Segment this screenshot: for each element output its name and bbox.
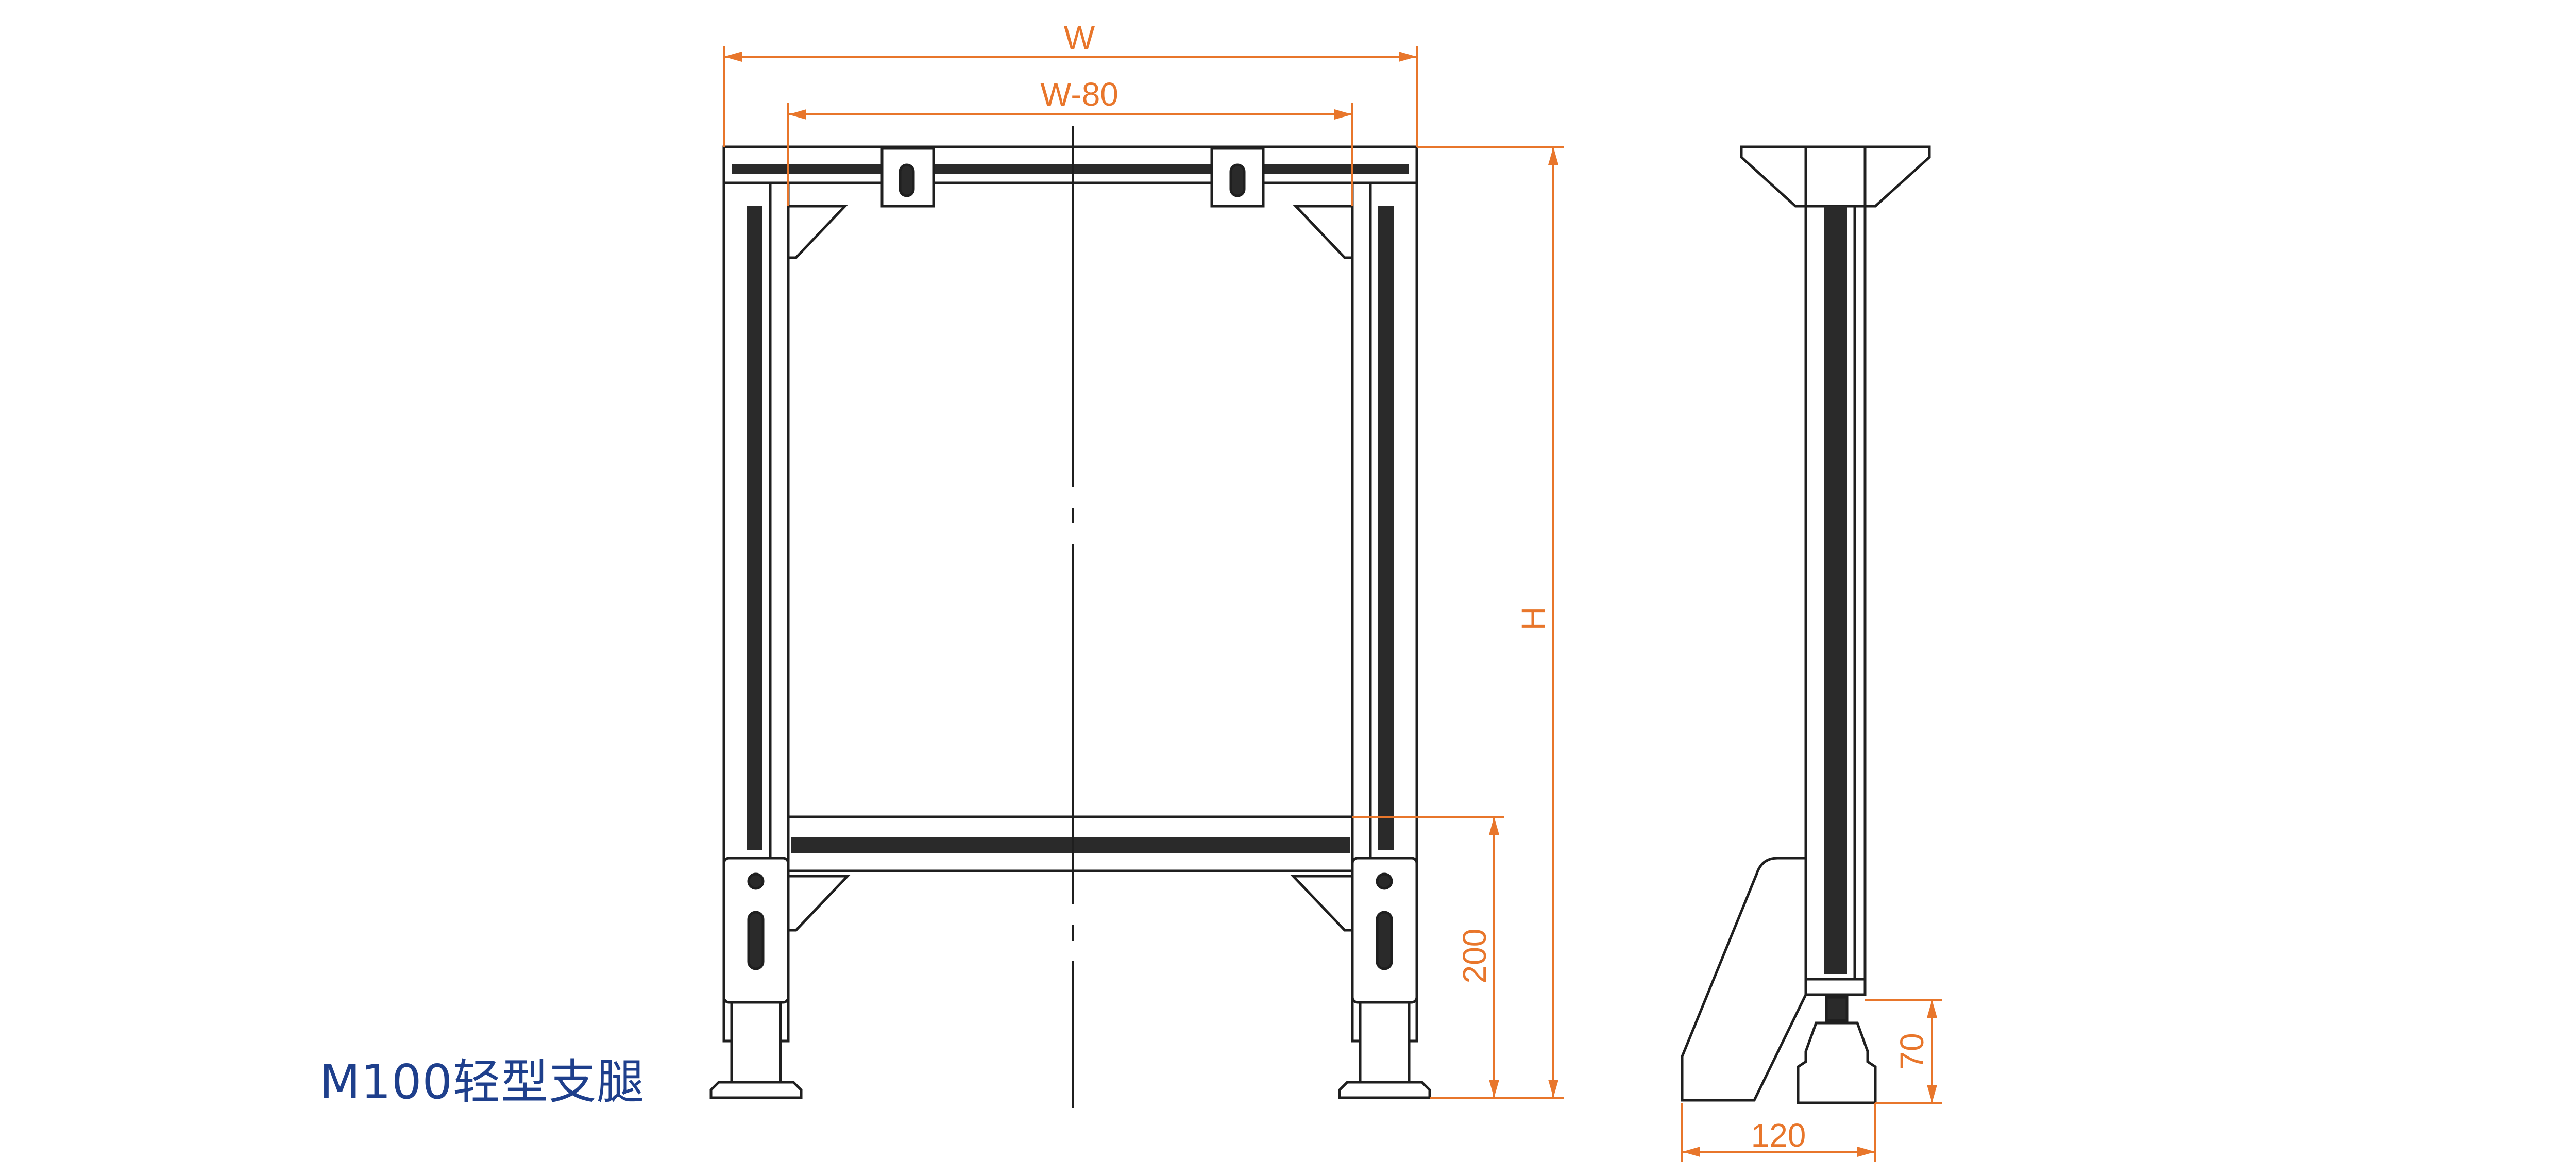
dim-h-arrow-top	[1548, 147, 1558, 165]
side-leg-slot	[1824, 206, 1847, 974]
dim-h-arrow-bottom	[1548, 1080, 1558, 1098]
lower-beam-slot	[791, 837, 1350, 853]
dim-w80-label: W-80	[1040, 76, 1118, 113]
dim-120-arrow-left	[1682, 1147, 1700, 1157]
right-foot-post	[1359, 1001, 1411, 1084]
side-view	[1681, 145, 1931, 1104]
dim-120-arrow-right	[1857, 1147, 1875, 1157]
side-leveling-foot	[1797, 1021, 1877, 1104]
top-connector-left-slot	[899, 163, 915, 197]
top-gusset-left	[787, 205, 848, 259]
dim-70-arrow-top	[1927, 1000, 1937, 1018]
dim-120-label: 120	[1751, 1117, 1806, 1154]
left-foot-base	[709, 1081, 803, 1099]
dim-200-label: 200	[1456, 929, 1493, 984]
dim-w-label: W	[1064, 19, 1095, 56]
left-foot-post	[730, 1001, 782, 1084]
right-foot-base	[1338, 1081, 1431, 1099]
dim-w80-arrow-left	[788, 109, 806, 120]
dimension-lines	[723, 46, 1942, 1162]
left-foot-bolt	[747, 872, 765, 890]
dim-200-arrow-top	[1489, 817, 1499, 835]
side-top-block	[1804, 145, 1867, 210]
drawing-caption: M100轻型支腿	[319, 1054, 645, 1110]
front-view	[709, 145, 1431, 1099]
left-leg-slot	[747, 206, 762, 850]
dim-70-arrow-bottom	[1927, 1085, 1937, 1103]
dim-200-arrow-bottom	[1489, 1080, 1499, 1098]
dimension-labels: W W-80 H 200 70 120	[1040, 19, 1930, 1154]
side-foot-gusset	[1681, 857, 1807, 1102]
right-foot-bolt	[1376, 872, 1393, 890]
lower-gusset-right	[1290, 875, 1354, 932]
side-leveling-screw	[1825, 996, 1849, 1022]
dim-w80-arrow-right	[1334, 109, 1352, 120]
dim-h-label: H	[1515, 607, 1552, 630]
dim-w-arrow-left	[724, 52, 742, 62]
right-leg-slot	[1378, 206, 1394, 850]
left-foot-slot	[747, 911, 765, 970]
lower-gusset-left	[787, 875, 851, 932]
top-gusset-right	[1293, 205, 1354, 259]
dim-w-arrow-right	[1399, 52, 1417, 62]
side-leg-bottom	[1804, 978, 1867, 996]
top-beam-slot	[732, 164, 1409, 174]
top-connector-right-slot	[1229, 163, 1246, 197]
dim-70-label: 70	[1893, 1033, 1930, 1069]
right-foot-slot	[1376, 911, 1393, 970]
